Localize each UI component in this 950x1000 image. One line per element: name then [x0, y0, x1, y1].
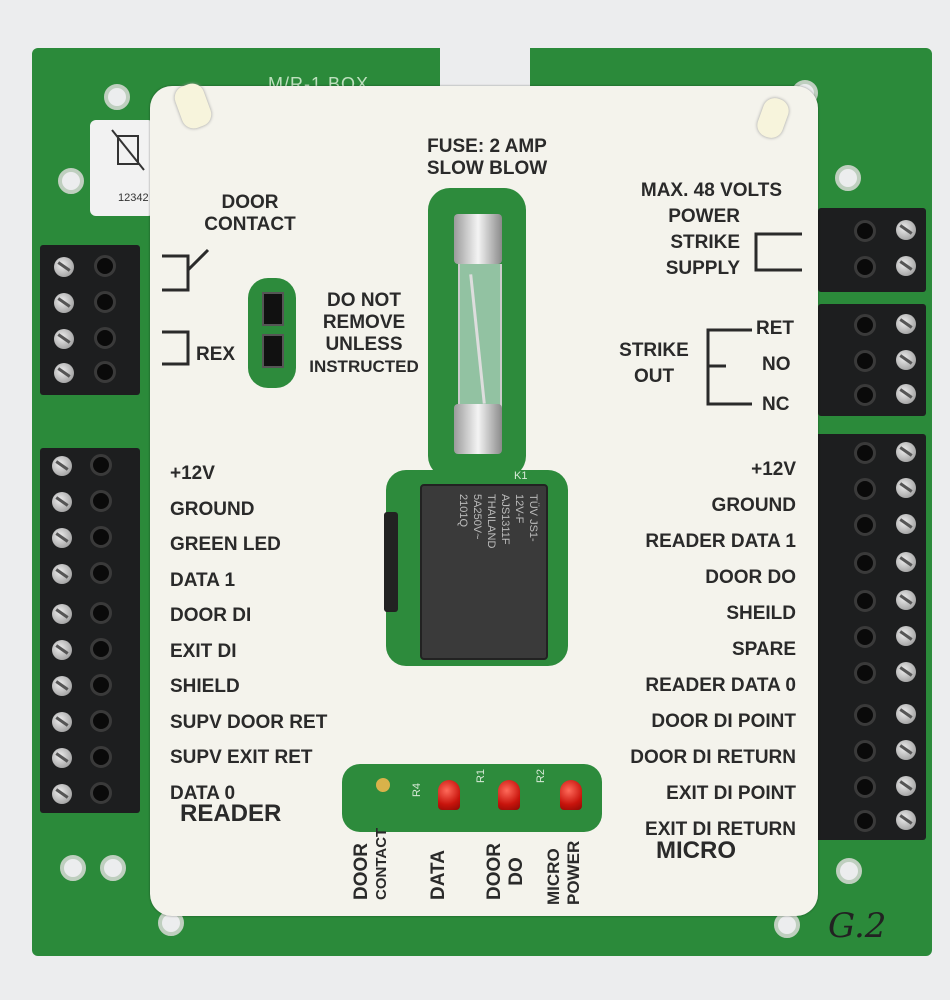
micro-label-reader-data0: READER DATA 0 [645, 675, 796, 696]
pcb-label-r4: R4 [411, 782, 424, 798]
terminal-block-strike [818, 304, 926, 416]
relay-country: THAILAND [485, 494, 497, 549]
strike-bracket [706, 328, 752, 406]
reader-label-green-led: GREEN LED [170, 534, 281, 555]
relay-model-2: AJS1311F [499, 494, 511, 545]
reader-label-supv-exit-ret: SUPV EXIT RET [170, 747, 313, 768]
pcb-label-r1: R1 [475, 768, 488, 784]
power-bracket [754, 232, 802, 272]
led-label-door-contact: DOOR CONTACT [351, 827, 390, 900]
terminal-block-micro [812, 434, 926, 840]
compliance-sticker: 12342 [90, 120, 154, 216]
board-notch [440, 44, 530, 86]
micro-label-sheild: SHEILD [726, 603, 796, 624]
micro-label-door-do: DOOR DO [705, 567, 796, 588]
reader-label-12v: +12V [170, 463, 215, 484]
door-contact-led [376, 778, 390, 792]
diode [384, 512, 398, 612]
terminal-block-reader [40, 448, 140, 813]
micro-label-door-di-return: DOOR DI RETURN [630, 747, 796, 768]
do-not-remove-label: DO NOT REMOVE UNLESS INSTRUCTED [309, 290, 419, 376]
mounting-hole [104, 84, 130, 110]
reader-label-data0: DATA 0 [170, 782, 236, 804]
mounting-hole [774, 912, 800, 938]
reader-label-data1: DATA 1 [170, 569, 236, 591]
jumper-header [262, 292, 284, 326]
data-led [438, 780, 460, 810]
reader-label-door-di: DOOR DI [170, 605, 252, 626]
mounting-hole [836, 858, 862, 884]
mounting-hole [58, 168, 84, 194]
reader-label-supv-door-ret: SUPV DOOR RET [170, 711, 328, 733]
relay-spec: 5A250V~ [471, 494, 483, 540]
micro-label-ground: GROUND [711, 495, 796, 516]
reader-label-shield: SHIELD [170, 676, 240, 697]
reader-terminal-labels: +12V GROUND GREEN LED DATA 1 DOOR DI EXI… [170, 456, 327, 811]
terminal-block-top-left [40, 245, 140, 395]
handwritten-mark: G.2 [828, 906, 887, 946]
micro-label-door-di-point: DOOR DI POINT [651, 711, 796, 732]
micro-label-exit-di-return: EXIT DI RETURN [645, 819, 796, 840]
led-label-door-do: DOOR DO [484, 843, 527, 900]
led-label-micro-power: MICRO POWER [544, 840, 583, 905]
max-volts-label: MAX. 48 VOLTS [640, 180, 782, 201]
switch-symbols [162, 248, 210, 366]
pcb-label-k1: K1 [514, 470, 528, 482]
power-strike-supply-label: POWER STRIKE SUPPLY [665, 206, 740, 279]
door-do-led [498, 780, 520, 810]
strike-no-label: NO [762, 354, 791, 375]
mounting-hole [100, 855, 126, 881]
micro-label-exit-di-point: EXIT DI POINT [666, 783, 796, 804]
reader-label-exit-di: EXIT DI [170, 640, 237, 662]
jumper-window [248, 278, 296, 388]
led-label-data: DATA [428, 850, 449, 900]
jumper-header [262, 334, 284, 368]
micro-title: MICRO [656, 837, 736, 864]
weee-bin-icon [111, 129, 145, 171]
fuse-label: FUSE: 2 AMP SLOW BLOW [426, 136, 548, 179]
rex-label: REX [196, 344, 236, 365]
micro-label-spare: SPARE [731, 639, 796, 660]
mounting-hole [60, 855, 86, 881]
sticker-number: 12342 [118, 192, 149, 204]
door-contact-label: DOOR CONTACT [204, 192, 296, 235]
strike-out-label: STRIKE OUT [619, 340, 689, 387]
strike-nc-label: NC [762, 394, 790, 415]
glass-fuse [454, 214, 502, 454]
terminal-block-power [818, 208, 926, 292]
relay-brand: TÜV [527, 494, 539, 516]
mounting-hole [835, 165, 861, 191]
micro-label-reader-data1: READER DATA 1 [645, 531, 796, 552]
pcb-label-r2: R2 [535, 768, 548, 784]
reader-label-ground: GROUND [170, 498, 255, 520]
led-window: R4 R1 R2 [342, 764, 602, 832]
micro-terminal-labels: +12V GROUND READER DATA 1 DOOR DO SHEILD… [560, 452, 796, 848]
relay-k1: TÜV JS1-12V-F AJS1311F THAILAND 5A250V~ … [420, 484, 548, 660]
relay-date: 2101Q [457, 494, 469, 528]
reader-title: READER [180, 800, 282, 827]
strike-ret-label: RET [756, 318, 794, 339]
micro-label-12v: +12V [751, 459, 796, 480]
micro-power-led [560, 780, 582, 810]
